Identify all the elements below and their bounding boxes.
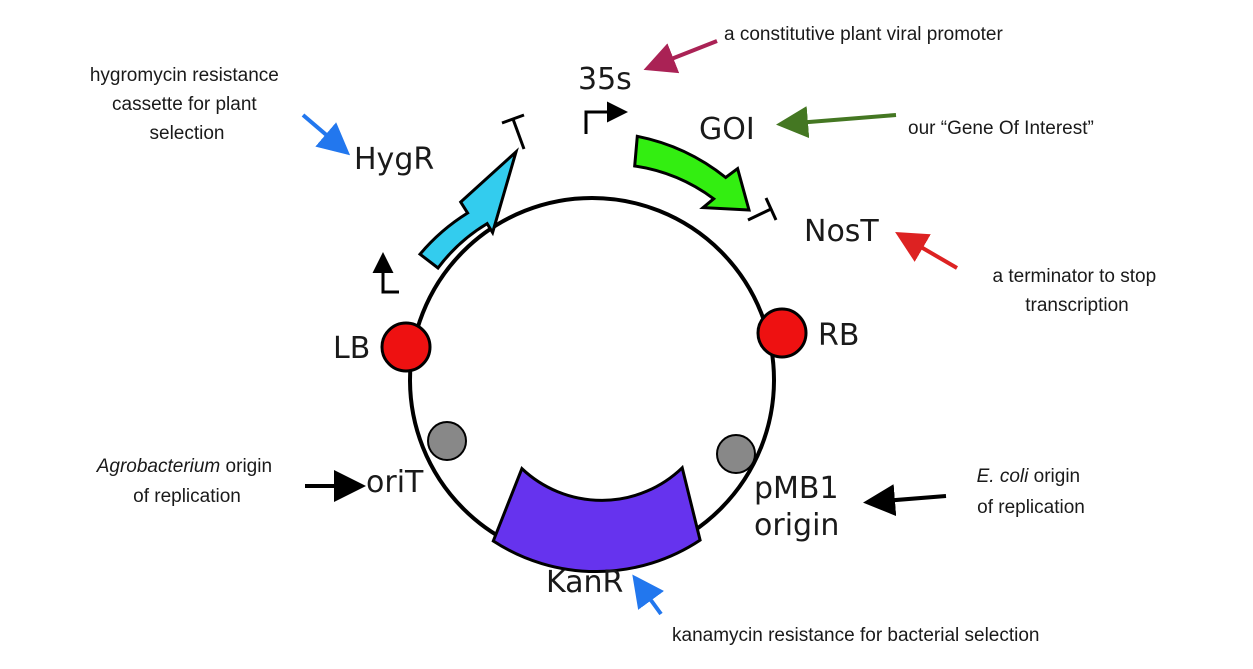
kanr-segment [491,464,702,574]
hygr-arrow [417,147,519,271]
promoter-annotation-arrow [643,39,718,74]
goi-annotation: our “Gene Of Interest” [908,118,1094,139]
term-annotation: a terminator to stop transcription [993,266,1162,316]
hyg-annotation: hygromycin resistance cassette for plant… [90,65,284,144]
ecoli-annotation: E. coli origin of replication [977,466,1086,518]
label-pmb1: pMB1 [754,471,839,506]
kan-annotation-arrow [632,574,665,616]
promoter-35s-icon [584,101,628,134]
term-annotation-arrow [895,231,959,270]
label-hygr: HygR [354,142,434,177]
hyg-annotation-arrow [301,113,351,156]
label-lb: LB [333,331,370,366]
label-goi: GOI [699,112,755,147]
label-kanr: KanR [546,565,623,600]
label-origin: origin [754,508,839,543]
nost-terminator-icon [747,197,778,222]
agro-annotation: Agrobacterium origin of replication [96,456,278,507]
kan-annotation: kanamycin resistance for bacterial selec… [672,625,1040,646]
label-rb: RB [818,318,859,353]
goi-annotation-arrow [776,106,897,139]
pmb1-origin-circle [716,434,756,474]
rb-border-circle [756,307,808,359]
hygr-promoter-icon [372,252,399,294]
promoter-annotation: a constitutive plant viral promoter [724,24,1003,45]
goi-arrow [633,134,751,212]
lb-border-circle [380,321,432,373]
label-nost: NosT [804,214,879,249]
orit-origin-circle [427,421,467,461]
ecoli-annotation-arrow [863,484,947,517]
hygr-terminator [501,113,526,150]
label-orit: oriT [366,465,424,500]
label-35s: 35s [578,62,632,97]
